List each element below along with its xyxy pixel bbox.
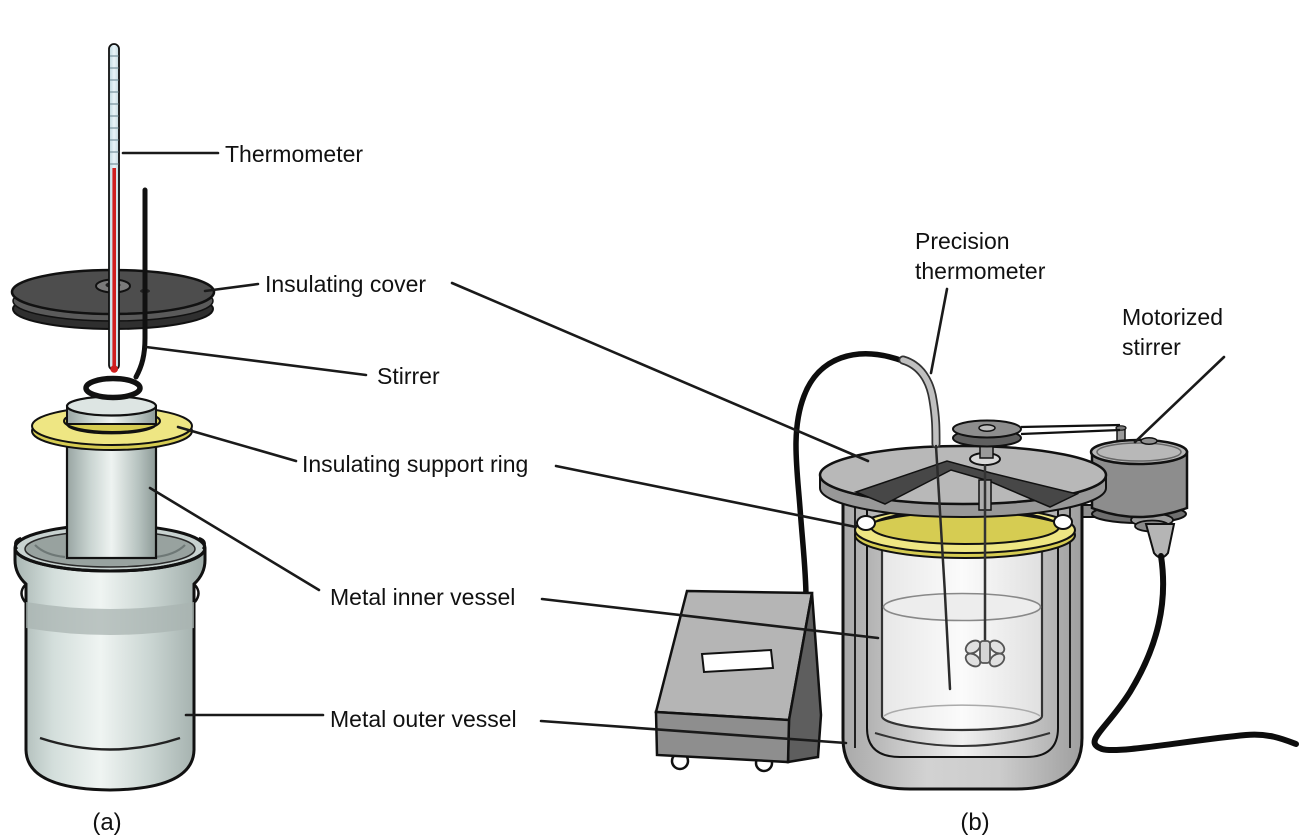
water-surface	[882, 592, 1042, 622]
metal-inner-vessel-b	[880, 528, 1044, 732]
label-motorized-stirrer-line2: stirrer	[1122, 334, 1181, 360]
label-precision-thermometer-line1: Precision	[915, 228, 1010, 254]
leader-insulating-cover-right	[450, 281, 870, 463]
lid-notch	[853, 460, 1080, 508]
readout-display	[700, 648, 775, 674]
inner-vessel-lip-lower-arc	[66, 423, 157, 435]
stirrer-a	[83, 187, 148, 401]
stirrer-loop	[83, 375, 143, 401]
drive-belt-bottom	[1020, 428, 1121, 436]
leader-support-ring-left	[176, 425, 298, 463]
outer-vessel-lip-curl-right	[198, 536, 206, 550]
motor-top	[1089, 438, 1189, 466]
precision-thermometer-probe-lower	[934, 444, 952, 691]
insulating-support-ring-a	[30, 395, 194, 451]
stirrer-assembly-b	[898, 355, 1006, 691]
stirrer-rod	[133, 187, 148, 380]
label-metal-inner-vessel: Metal inner vessel	[330, 584, 515, 610]
outer-vessel-front-lip	[13, 547, 207, 573]
rim-shadow-left	[34, 544, 66, 559]
calorimeter-b	[654, 351, 1299, 791]
outer-vessel-pinch-right	[194, 584, 200, 603]
power-cord	[1091, 553, 1299, 754]
label-precision-thermometer-line2: thermometer	[915, 258, 1046, 284]
leader-lines	[121, 151, 1226, 745]
precision-thermometer-probe-upper	[900, 357, 939, 447]
pulley-hub	[978, 424, 996, 432]
leader-stirrer	[144, 345, 368, 377]
motorized-stirrer-unit	[1079, 425, 1299, 754]
label-insulating-support-ring: Insulating support ring	[302, 451, 528, 477]
support-ring-notch-right	[1053, 514, 1073, 530]
beaker-body	[880, 545, 1044, 732]
rim-shadow-right	[154, 544, 186, 559]
leader-inner-vessel-left	[148, 486, 321, 592]
label-thermometer: Thermometer	[225, 141, 363, 167]
stirrer-propeller	[964, 639, 1006, 668]
caption-b: (b)	[960, 809, 989, 836]
outer-vessel-pinch-left	[20, 584, 26, 603]
beaker-bottom-back-edge	[883, 704, 1041, 717]
label-stirrer: Stirrer	[377, 363, 440, 389]
outer-vessel-lip-curl-left	[14, 536, 22, 550]
pulley-assembly	[952, 419, 1121, 459]
insulating-cover-b	[818, 444, 1108, 519]
leader-precision-thermometer	[929, 287, 949, 375]
thermometer-a	[108, 43, 120, 373]
cavity-bottom-seam	[874, 732, 1051, 747]
thermometer-ticks	[110, 55, 119, 165]
leader-support-ring-right	[554, 464, 858, 529]
readout-box	[654, 589, 823, 773]
label-insulating-cover: Insulating cover	[265, 271, 426, 297]
outer-vessel-band	[26, 602, 194, 635]
support-ring-notch-left	[856, 515, 876, 531]
drive-belt-top	[1020, 423, 1121, 429]
motor-shaft-knob-cap	[1140, 437, 1158, 445]
caption-a: (a)	[92, 809, 121, 836]
leader-motorized-stirrer	[1133, 355, 1226, 444]
leader-inner-vessel-right	[540, 597, 880, 640]
outer-vessel-body	[13, 547, 207, 792]
calorimeter-a	[10, 43, 216, 792]
leader-insulating-cover-left	[203, 282, 260, 293]
motor-body	[1090, 450, 1189, 519]
thermometer-cable	[793, 351, 906, 601]
insulating-support-ring-b	[853, 506, 1077, 559]
motor-top-rim	[1096, 442, 1182, 462]
thermometer-fluid-column	[112, 168, 116, 366]
thermometer-bulb-tip	[110, 365, 118, 373]
motor-probe-holder	[1144, 523, 1176, 559]
leader-outer-vessel-right	[539, 719, 848, 745]
label-metal-outer-vessel: Metal outer vessel	[330, 706, 517, 732]
outer-vessel-bottom-seam	[39, 736, 181, 751]
labels: Thermometer Insulating cover Stirrer Ins…	[92, 141, 1223, 836]
readout-box-front-face	[654, 710, 791, 764]
label-motorized-stirrer-line1: Motorized	[1122, 304, 1223, 330]
readout-box-side-face	[786, 592, 823, 764]
